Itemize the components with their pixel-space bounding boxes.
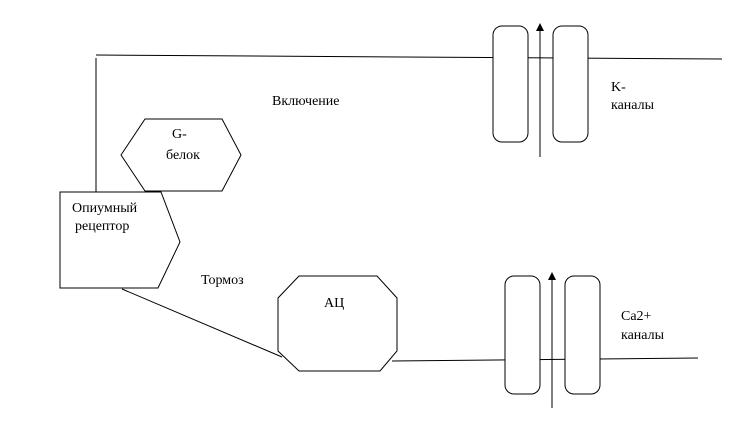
g-protein-shape [120, 118, 242, 192]
inhibition-label: Тормоз [201, 273, 244, 288]
top-connector-horizontal [95, 54, 723, 60]
activation-label: Включение [272, 94, 340, 109]
adenylate-cyclase-shape [277, 275, 398, 372]
g-protein-label-line2: белок [166, 148, 200, 163]
g-protein-label-line1: G- [172, 127, 187, 142]
k-channels-label-line1: K- [611, 80, 626, 95]
k-channel-right-subunit [552, 25, 589, 143]
ca-channel-left-subunit [504, 275, 541, 395]
ca-channel-right-subunit [564, 275, 601, 395]
opioid-receptor-label-line1: Опиумный [72, 201, 138, 216]
bottom-connector-horizontal [391, 357, 699, 362]
k-channels-label-line2: каналы [611, 98, 655, 113]
adenylate-cyclase-label: АЦ [324, 296, 344, 311]
opioid-receptor-label-line2: рецептор [75, 219, 129, 234]
k-channel-left-subunit [492, 25, 529, 143]
ca-channels-label-line2: каналы [621, 328, 665, 343]
ca-channels-label-line1: Ca2+ [621, 309, 652, 324]
inhibition-connector [121, 288, 283, 358]
opioid-receptor-shape [59, 191, 181, 289]
